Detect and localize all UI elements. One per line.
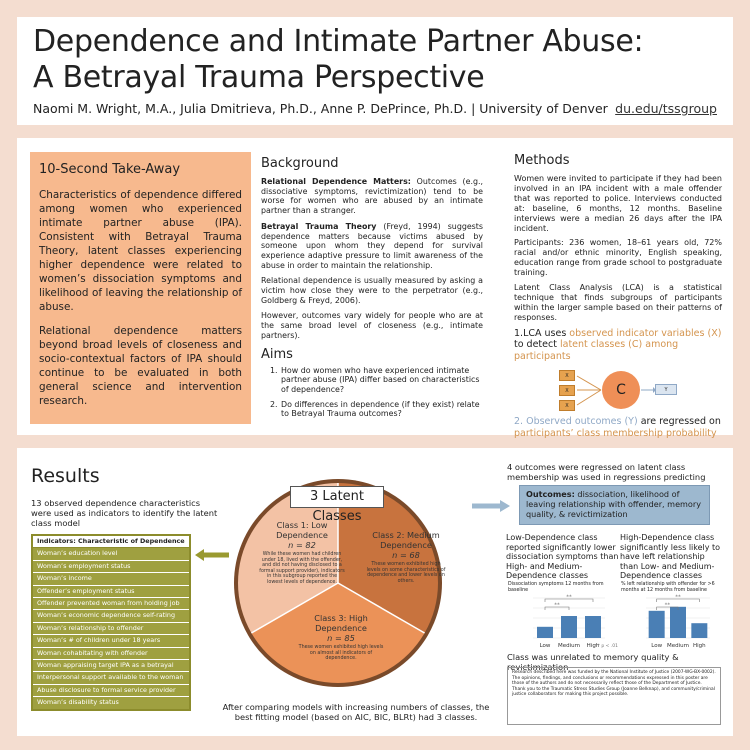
indicator-box: X bbox=[559, 385, 575, 397]
indicators-intro: 13 observed dependence characteristics w… bbox=[31, 498, 218, 529]
background-heading: Background bbox=[261, 156, 339, 171]
indicator-row: Woman cohabitating with offender bbox=[33, 647, 189, 660]
lca-step-2: 2. Observed outcomes (Y) are regressed o… bbox=[514, 416, 721, 439]
outcomes-box: Outcomes: dissociation, likelihood of le… bbox=[519, 485, 710, 525]
dissociation-chart: Low Medium High ** ** ** p < .01 bbox=[533, 595, 618, 649]
significance-label: ** bbox=[554, 603, 560, 609]
left-relationship-chart: Low Medium High ** ** bbox=[646, 595, 710, 649]
background-paragraph-4: However, outcomes vary widely for people… bbox=[261, 311, 483, 340]
methods-section: Methods Women were invited to participat… bbox=[514, 153, 722, 439]
tick-label: High bbox=[693, 643, 706, 649]
left-relationship-chart-subtitle: % left relationship with offender for >6… bbox=[621, 582, 715, 593]
pie-slice-medium bbox=[338, 483, 438, 633]
latent-class-circle: C bbox=[602, 371, 640, 410]
bar-low bbox=[537, 626, 553, 638]
class-3-label: Class 3: High Dependence n = 85 These wo… bbox=[298, 613, 384, 662]
outcome-box: Y bbox=[655, 384, 677, 396]
significance-bracket bbox=[544, 606, 570, 610]
indicator-row: Woman’s employment status bbox=[33, 560, 189, 574]
significance-label: ** bbox=[566, 595, 572, 601]
tick-label: Medium bbox=[667, 643, 689, 649]
indicator-row: Interpersonal support available to the w… bbox=[33, 672, 189, 685]
latent-classes-pie bbox=[234, 479, 442, 687]
background-section: Background Relational Dependence Matters… bbox=[261, 156, 483, 424]
indicator-row: Woman’s # of children under 18 years bbox=[33, 635, 189, 648]
dissociation-chart-subtitle: Dissociation symptoms 12 months from bas… bbox=[508, 582, 604, 593]
significance-bracket bbox=[544, 598, 594, 602]
tick-label: High bbox=[587, 643, 600, 649]
methods-paragraph-3: Latent Class Analysis (LCA) is a statist… bbox=[514, 283, 722, 322]
methods-paragraph-2: Participants: 236 women, 18–61 years old… bbox=[514, 238, 722, 278]
pie-slice-high bbox=[251, 583, 425, 683]
arrow-right-icon bbox=[472, 500, 510, 512]
indicator-row: Offender prevented woman from holding jo… bbox=[33, 597, 189, 611]
background-paragraph-2: Betrayal Trauma Theory (Freyd, 1994) sug… bbox=[261, 221, 484, 270]
significance-label: ** bbox=[665, 603, 671, 609]
indicator-box: X bbox=[559, 370, 575, 382]
class-1-label: Class 1: Low Dependence n = 82 While the… bbox=[259, 520, 345, 585]
bar-medium bbox=[670, 606, 686, 638]
bar-low bbox=[648, 610, 665, 638]
aims-heading: Aims bbox=[261, 346, 293, 362]
methods-paragraph-1: Women were invited to participate if the… bbox=[514, 174, 722, 233]
aim-item: 2.Do differences in dependence (if they … bbox=[270, 399, 480, 419]
indicators-table: Indicators: Characteristic of Dependence… bbox=[31, 534, 191, 712]
indicator-row: Woman’s education level bbox=[33, 548, 189, 561]
indicator-row: Woman appraising target IPA as a betraya… bbox=[33, 659, 189, 673]
background-paragraph-1: Relational Dependence Matters: Outcomes … bbox=[261, 177, 483, 216]
model-conclusion: After comparing models with increasing n… bbox=[222, 702, 490, 723]
tick-label: Low bbox=[540, 643, 551, 649]
intro-panel: 10-Second Take-Away Characteristics of d… bbox=[17, 138, 733, 439]
takeaway-box: 10-Second Take-Away Characteristics of d… bbox=[30, 152, 251, 424]
low-dependence-finding: Low-Dependence class reported significan… bbox=[506, 533, 619, 581]
pie-slice-low bbox=[238, 483, 338, 633]
funding-note: Research described here was funded by th… bbox=[507, 667, 721, 725]
arrow-left-icon bbox=[195, 549, 229, 561]
poster-title-line1: Dependence and Intimate Partner Abuse: bbox=[33, 24, 644, 59]
poster-title-line2: A Betrayal Trauma Perspective bbox=[33, 60, 485, 95]
high-dependence-finding: High-Dependence class significantly less… bbox=[620, 533, 721, 581]
indicator-row: Offender’s employment status bbox=[33, 585, 189, 598]
class-2-label: Class 2: Medium Dependence n = 68 These … bbox=[366, 530, 446, 584]
results-panel: Results 13 observed dependence character… bbox=[17, 448, 733, 736]
takeaway-heading: 10-Second Take-Away bbox=[39, 162, 181, 177]
outcomes-intro: 4 outcomes were regressed on latent clas… bbox=[507, 462, 706, 483]
authors: Naomi M. Wright, M.A., Julia Dmitrieva, … bbox=[33, 101, 608, 116]
indicator-row: Woman’s income bbox=[33, 573, 189, 586]
significance-note: ** p < .01 bbox=[595, 643, 618, 649]
bar-high bbox=[585, 616, 601, 638]
indicator-row: Woman’s disability status bbox=[33, 697, 189, 710]
tick-label: Medium bbox=[558, 643, 580, 649]
takeaway-paragraph-2: Relational dependence matters beyond bro… bbox=[39, 325, 242, 407]
takeaway-paragraph-1: Characteristics of dependence differed a… bbox=[39, 189, 242, 313]
bar-medium bbox=[561, 616, 577, 638]
methods-heading: Methods bbox=[514, 153, 570, 168]
lca-arrows bbox=[576, 375, 656, 406]
lca-diagram: X X X C Y bbox=[514, 368, 722, 414]
aim-item: 1.How do women who have experienced inti… bbox=[270, 365, 480, 394]
indicator-box: X bbox=[559, 400, 575, 412]
indicator-row: Abuse disclosure to formal service provi… bbox=[33, 684, 189, 698]
indicators-table-header: Indicators: Characteristic of Dependence bbox=[33, 536, 189, 549]
lca-step-1: 1.LCA uses observed indicator variables … bbox=[514, 327, 722, 362]
latent-classes-title: 3 Latent Classes bbox=[290, 486, 384, 524]
bar-high bbox=[691, 623, 708, 638]
title-panel: Dependence and Intimate Partner Abuse: A… bbox=[17, 17, 733, 125]
results-heading: Results bbox=[31, 465, 100, 487]
indicator-row: Woman’s relationship to offender bbox=[33, 622, 189, 636]
group-url-link[interactable]: du.edu/tssgroup bbox=[615, 101, 717, 116]
tick-label: Low bbox=[651, 643, 662, 649]
significance-bracket bbox=[656, 606, 679, 610]
indicator-row: Woman’s economic dependence self-rating bbox=[33, 610, 189, 623]
significance-label: ** bbox=[675, 595, 681, 601]
significance-bracket bbox=[656, 598, 700, 602]
background-paragraph-3: Relational dependence is usually measure… bbox=[261, 276, 483, 305]
